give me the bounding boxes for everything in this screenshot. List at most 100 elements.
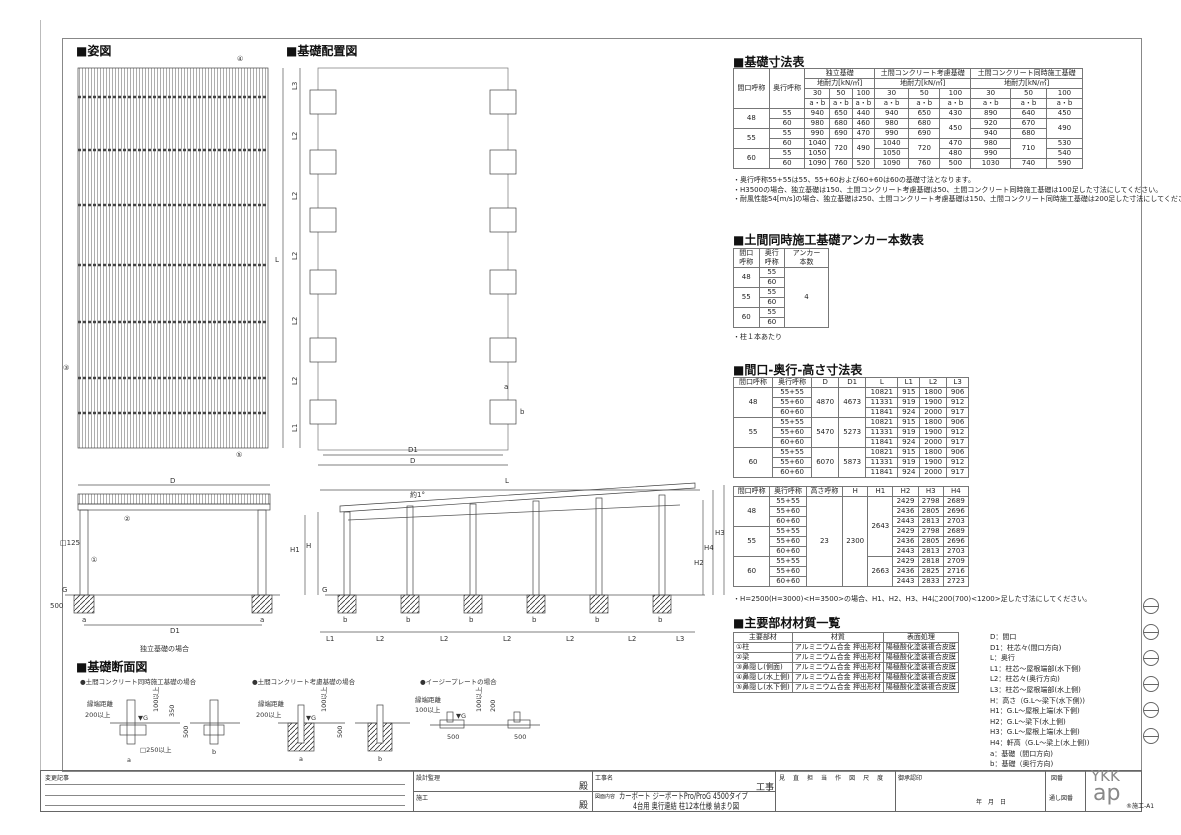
table-cell: 4870 [811, 387, 840, 418]
dim-a: a [82, 616, 86, 624]
table-cell: 60 [768, 158, 806, 169]
table-cell: 940 [804, 108, 831, 119]
table-cell: 5873 [838, 447, 867, 478]
table-cell: 11841 [865, 467, 899, 478]
table-cell: 55 [768, 108, 806, 119]
table-cell: 55 [758, 307, 786, 318]
svg-text:200以上: 200以上 [85, 710, 111, 719]
table-cell: 11841 [865, 407, 899, 418]
table-row: ④鼻隠し(水上側)アルミニウム合金 押出形材陽極酸化塗装複合皮膜 [733, 672, 959, 683]
column-header: 間口呼称 [732, 377, 774, 388]
table-cell: 470 [939, 138, 972, 149]
dim-L1: L1 [326, 635, 334, 643]
table-cell: 2798 [917, 496, 944, 507]
column-header: H [842, 486, 869, 497]
table-cell: 480 [939, 148, 972, 159]
dim-L2: L2 [291, 252, 299, 260]
foundation-depth: 500 [50, 602, 63, 610]
table-cell: 60+60 [769, 546, 807, 557]
table-cell: 5470 [811, 417, 840, 448]
table-cell: 2643 [867, 496, 894, 557]
date-field: 年 月 日 [976, 799, 1007, 806]
column-header: H3 [917, 486, 944, 497]
col-depth: 奥行呼称 [768, 68, 806, 109]
legend-item: L1：柱芯～屋根端部(水下側) [990, 664, 1081, 673]
table-cell: 980 [970, 138, 1011, 149]
svg-text:b: b [212, 748, 216, 756]
anchor-note: ・柱１本あたり [733, 333, 782, 341]
table-cell: 2798 [917, 526, 944, 537]
table-cell: 2833 [917, 576, 944, 587]
dim-L2: L2 [566, 635, 574, 643]
part-label-4: ④ [237, 55, 243, 63]
table-cell: ①柱 [733, 642, 793, 653]
table-cell: 906 [946, 447, 969, 458]
table-row: ②梁アルミニウム合金 押出形材陽極酸化塗装複合皮膜 [733, 652, 959, 663]
svg-text:200: 200 [489, 700, 497, 712]
table-cell: 915 [897, 387, 921, 398]
dim-D1: D1 [170, 627, 180, 635]
table-cell: 2813 [917, 546, 944, 557]
table-cell: 2436 [892, 566, 919, 577]
table-cell: 530 [1045, 138, 1084, 149]
legend-item: H3：G.L～屋根上端(水上側) [990, 728, 1080, 737]
dim-L1: L1 [291, 424, 299, 432]
binding-holes [1140, 38, 1160, 754]
drawings: ④ ③ ⑤ L3 L2 L2 L2 L2 L2 L1 L D1 D a b [50, 55, 725, 764]
table-cell: 740 [1009, 158, 1047, 169]
approval-column-label: 担 [807, 775, 822, 782]
roof-slope: 約1° [410, 490, 425, 499]
table-row: ③鼻隠し(側面)アルミニウム合金 押出形材陽極酸化塗装複合皮膜 [733, 662, 959, 673]
table-cell: 2443 [892, 516, 919, 527]
table-cell: 690 [829, 128, 853, 139]
table-cell: 650 [829, 108, 853, 119]
table-cell: 陽極酸化塗装複合皮膜 [882, 652, 959, 663]
legend-item: L3：柱芯～屋根端部(水上側) [990, 685, 1081, 694]
table-cell: アルミニウム合金 押出形材 [791, 652, 884, 663]
svg-text:縁端距離: 縁端距離 [87, 699, 114, 708]
post-size: □125 [60, 539, 80, 547]
section-drawings [110, 699, 540, 752]
dim-b: b [469, 616, 474, 624]
table-cell: アルミニウム合金 押出形材 [791, 682, 884, 693]
table-cell: 1050 [804, 148, 831, 159]
svg-text:500: 500 [514, 733, 526, 741]
legend-item: H：高さ（G.L～梁下(水下側)) [990, 696, 1086, 705]
drawing-title-line1: カーポート ジーポートPro/ProG 4500タイプ [619, 792, 748, 802]
table-cell: 924 [897, 407, 921, 418]
table-cell: 2663 [867, 556, 894, 587]
table-cell: 11841 [865, 437, 899, 448]
table-cell: 11331 [865, 427, 899, 438]
table-cell: 1800 [919, 447, 948, 458]
table-cell: 55+60 [769, 506, 807, 517]
table-cell: 912 [946, 457, 969, 468]
dim-H3: H3 [715, 529, 725, 537]
table-cell: 430 [939, 108, 972, 119]
sheet-code: ®施工-A1 [1126, 803, 1155, 810]
legend-item: L：奥行 [990, 654, 1015, 663]
dim-L: L [275, 256, 279, 264]
elevation-heading: ■姿図 [76, 44, 112, 58]
dim-b: b [595, 616, 600, 624]
table-cell: 10821 [865, 447, 899, 458]
column-header: L [865, 377, 899, 388]
svg-text:500: 500 [182, 726, 190, 738]
table-cell: 924 [897, 437, 921, 448]
table-cell: 2818 [917, 556, 944, 567]
contractor-label: 施工 [416, 795, 429, 802]
table-cell: ④鼻隠し(水上側) [733, 672, 793, 683]
table-cell: 1090 [874, 158, 910, 169]
table-cell: 55+55 [769, 556, 807, 567]
table-cell: 55+55 [769, 526, 807, 537]
svg-text:200以上: 200以上 [256, 710, 282, 719]
table-cell: 60 [758, 297, 786, 308]
layout-heading: ■基礎配置図 [286, 44, 358, 58]
table-cell: 55 [733, 287, 760, 308]
column-header: L1 [897, 377, 921, 388]
table-cell: 2429 [892, 526, 919, 537]
group-slab-considered: 土間コンクリート考慮基礎 [874, 68, 972, 79]
size-table-heading: ■間口-奥行-高さ寸法表 [733, 363, 863, 377]
table-cell: 2813 [917, 516, 944, 527]
section-case-2-title: ●土間コンクリート考慮基礎の場合 [252, 677, 356, 686]
table-cell: 55+60 [772, 397, 813, 408]
